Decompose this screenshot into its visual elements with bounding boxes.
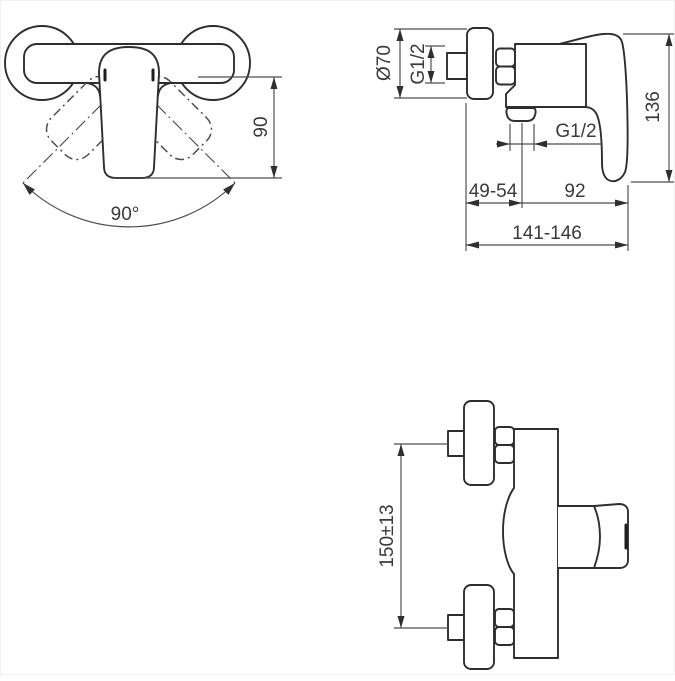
dim-label-inlet-thread: G1/2 <box>408 43 429 84</box>
dim-outlet-thread: G1/2 <box>496 121 601 208</box>
side-view: Ø70 G1/2 136 G1/2 <box>374 27 674 251</box>
lever-handle-front <box>98 46 160 179</box>
wall-fitting-top-upper <box>447 430 465 457</box>
wall-fitting-top-lower <box>447 614 465 641</box>
hex-nut-upper-b <box>494 444 515 464</box>
lever-fillet-right <box>157 82 172 97</box>
dim-escutcheon-diameter: Ø70 <box>374 28 467 99</box>
lever-handle-top <box>593 503 629 569</box>
lever-handle-top-fill <box>558 504 628 568</box>
hex-nut-lower-b <box>494 626 515 646</box>
dim-label-handle-height: 90 <box>251 116 272 137</box>
dim-label-outlet-thread: G1/2 <box>555 121 596 142</box>
hex-nut-lower-a <box>494 608 515 628</box>
top-view: 150±13 <box>377 400 629 670</box>
dim-inlet-spacing: 150±13 <box>377 443 448 629</box>
dim-label-total-depth: 141-146 <box>512 223 582 244</box>
outlet-cap-side <box>505 107 537 122</box>
hex-nut-side-b <box>495 65 516 86</box>
lever-handle-side <box>558 32 629 183</box>
mixer-body-top <box>502 428 559 659</box>
hex-nut-upper-a <box>494 426 515 446</box>
dim-label-outlet-offset: 49-54 <box>469 181 518 202</box>
wall-fitting-side <box>446 52 468 80</box>
dim-depth-row: 49-54 92 <box>465 103 629 251</box>
dim-total-depth: 141-146 <box>466 223 628 249</box>
hex-nut-side-a <box>495 47 516 68</box>
escutcheon-top-upper <box>463 400 495 486</box>
dim-total-height: 136 <box>623 33 674 183</box>
dim-label-body-depth: 92 <box>564 181 585 202</box>
dim-label-total-height: 136 <box>643 91 664 123</box>
dim-swivel-angle: 90° <box>22 182 236 228</box>
lever-grip-curve <box>593 505 601 569</box>
mixer-body-side <box>505 43 587 108</box>
escutcheon-side <box>466 27 494 100</box>
dim-label-swivel-angle: 90° <box>111 204 140 225</box>
lever-fillet-left <box>86 82 101 97</box>
dim-label-inlet-spacing: 150±13 <box>377 504 398 567</box>
dim-handle-height: 90 <box>113 76 282 179</box>
dim-label-escutcheon-diameter: Ø70 <box>374 45 395 81</box>
escutcheon-top-lower <box>463 584 495 670</box>
front-view: 90 90° <box>4 25 282 228</box>
dim-inlet-thread: G1/2 <box>408 43 445 85</box>
